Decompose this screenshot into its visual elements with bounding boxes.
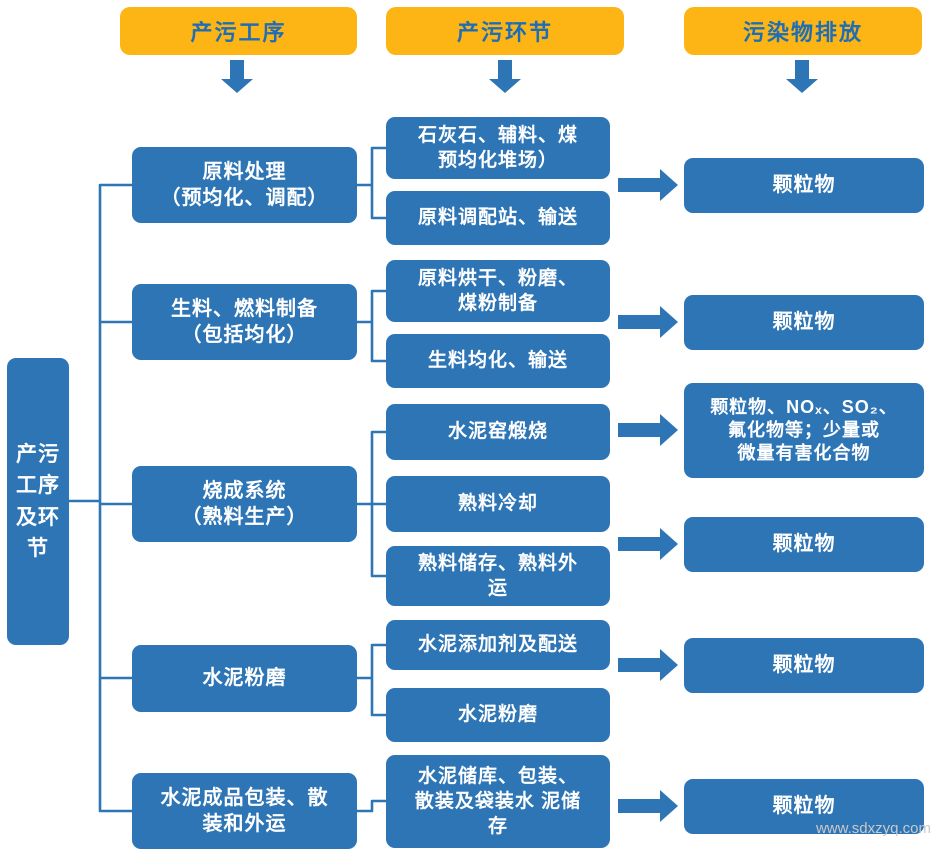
stage-box-raw-meal-homogenization: 生料均化、输送 [386,334,610,388]
emission-box-particulate-2: 颗粒物 [684,295,924,350]
side-label-process-and-stage: 产污 工序 及环 节 [7,358,69,645]
down-arrow-icon [221,60,253,93]
emission-box-particulate-5: 颗粒物 [684,779,924,834]
emission-box-particulate-4: 颗粒物 [684,638,924,693]
stage-box-cement-grinding: 水泥粉磨 [386,688,610,742]
down-arrow-icon [786,60,818,93]
emission-box-particulate-3: 颗粒物 [684,517,924,572]
stage-box-clinker-cooling: 熟料冷却 [386,476,610,532]
stage-box-cement-silo-packing: 水泥储库、包装、 散装及袋装水 泥储 存 [386,755,610,848]
stage-box-drying-grinding-coal-prep: 原料烘干、粉磨、 煤粉制备 [386,260,610,322]
group5-bracket-connector [355,799,388,813]
column-header-stage: 产污环节 [386,7,624,55]
emission-box-particulate-1: 颗粒物 [684,158,924,213]
process-box-packing-transport: 水泥成品包装、散 装和外运 [132,773,357,849]
watermark: www.sdxzyq.com [815,820,931,837]
stage-box-clinker-storage-transport: 熟料储存、熟料外 运 [386,546,610,606]
right-arrow-icon [618,414,678,446]
emission-box-kiln-gases: 颗粒物、NOₓ、SO₂、 氟化物等；少量或 微量有害化合物 [684,383,924,478]
process-box-raw-fuel-preparation: 生料、燃料制备 （包括均化） [132,284,357,360]
down-arrow-icon [489,60,521,93]
stage-box-raw-blending-station: 原料调配站、输送 [386,191,610,245]
right-arrow-icon [618,528,678,560]
left-bracket-connector [67,183,134,813]
right-arrow-icon [618,169,678,201]
column-header-process: 产污工序 [120,7,357,55]
group4-bracket-connector [355,643,388,717]
process-box-raw-material-handling: 原料处理 （预均化、调配） [132,147,357,223]
stage-box-additive-delivery: 水泥添加剂及配送 [386,620,610,670]
process-box-cement-grinding: 水泥粉磨 [132,645,357,712]
group3-bracket-connector [355,430,388,578]
column-header-emission: 污染物排放 [684,7,922,55]
stage-box-kiln-calcination: 水泥窑煅烧 [386,404,610,460]
right-arrow-icon [618,790,678,822]
group1-bracket-connector [355,146,388,220]
right-arrow-icon [618,649,678,681]
right-arrow-icon [618,306,678,338]
group2-bracket-connector [355,289,388,363]
process-box-burning-system: 烧成系统 （熟料生产） [132,466,357,542]
stage-box-limestone-preblending-yard: 石灰石、辅料、煤 预均化堆场） [386,117,610,179]
